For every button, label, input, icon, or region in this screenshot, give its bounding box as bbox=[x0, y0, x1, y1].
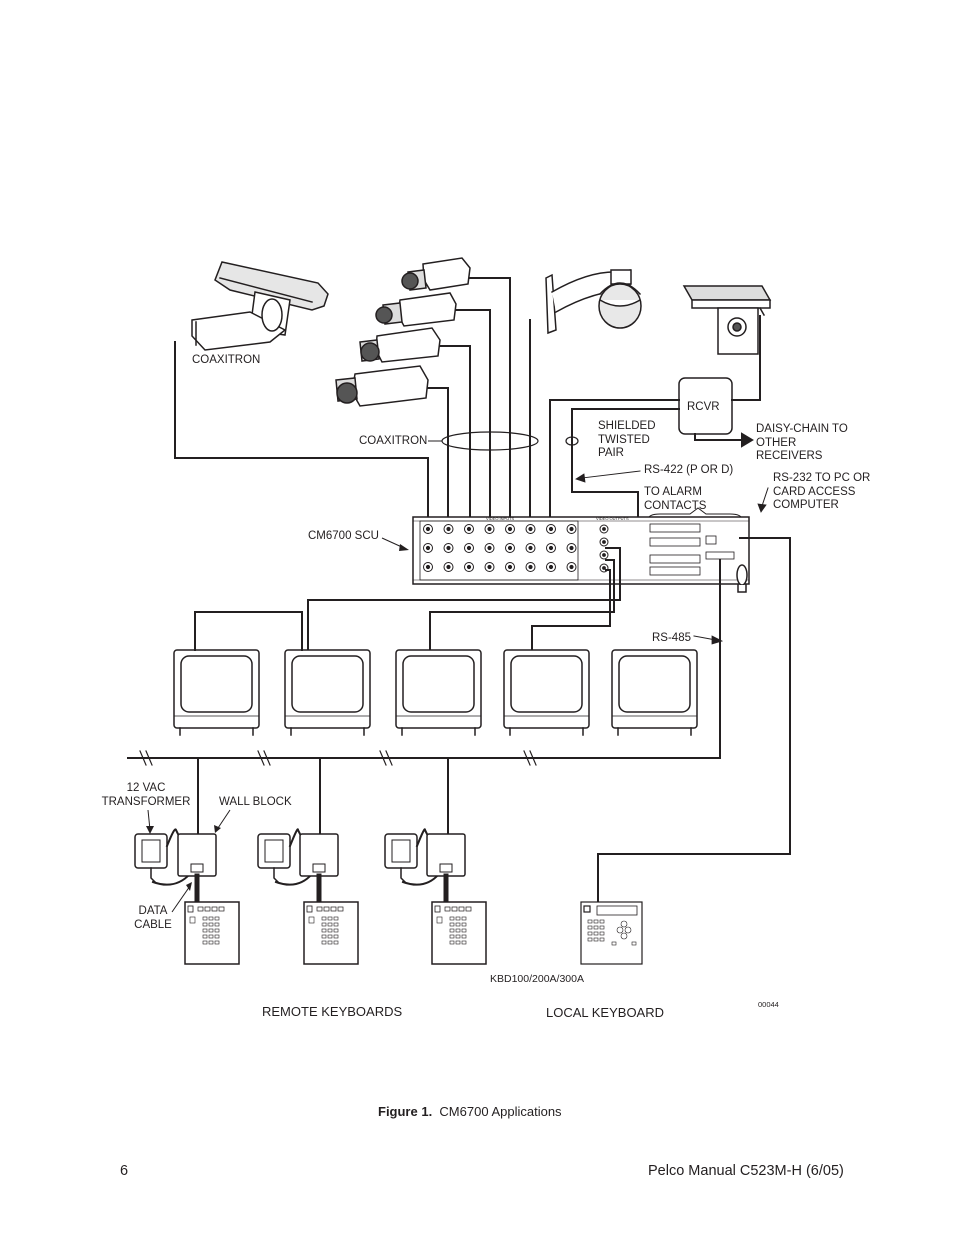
transformer-pointer bbox=[146, 809, 154, 834]
bnc-connector bbox=[525, 524, 536, 534]
bnc-output-connector bbox=[599, 550, 609, 560]
wall-block-label: WALL BLOCK bbox=[219, 796, 292, 808]
twisted-pair-marker bbox=[565, 436, 579, 446]
remote-keyboard-station-2 bbox=[257, 828, 359, 965]
scu-monitor-cable-3 bbox=[531, 569, 611, 651]
bnc-connector bbox=[484, 562, 495, 572]
transformer-label: 12 VAC TRANSFORMER bbox=[101, 782, 191, 808]
bnc-connector bbox=[464, 524, 474, 534]
bnc-connector bbox=[443, 543, 454, 553]
scu-video-inputs bbox=[423, 524, 577, 572]
camera-1 bbox=[401, 257, 471, 291]
bnc-connector bbox=[505, 524, 515, 534]
rs485-label: RS-485 bbox=[652, 632, 691, 644]
scu-label: CM6700 SCU bbox=[308, 530, 379, 542]
rs422-label: RS-422 (P OR D) bbox=[644, 464, 734, 476]
bnc-connector bbox=[484, 524, 495, 534]
bnc-connector bbox=[505, 562, 515, 572]
scu-power-connector bbox=[736, 564, 748, 593]
monitor-4 bbox=[503, 649, 590, 736]
figure-caption: Figure 1. CM6700 Applications bbox=[378, 1104, 562, 1119]
cable-break-marks bbox=[139, 750, 537, 766]
bnc-connector bbox=[546, 562, 556, 572]
drawing-number: 00044 bbox=[758, 1000, 779, 1009]
bnc-connector bbox=[525, 562, 536, 572]
scu-alarm-terminals bbox=[649, 523, 735, 576]
data-cable-pointer bbox=[171, 882, 192, 913]
rs232-arrowhead bbox=[757, 503, 767, 513]
wall-block-pointer bbox=[214, 809, 231, 833]
keyboard-model-label: KBD100/200A/300A bbox=[490, 973, 584, 985]
rs485-cable bbox=[127, 559, 721, 759]
monitor-loop-cable bbox=[194, 611, 303, 651]
rcvr-to-pantilt-cable bbox=[731, 315, 761, 401]
data-cable-label: DATA CABLE bbox=[134, 905, 172, 931]
rcvr-label: RCVR bbox=[687, 401, 720, 413]
camera-cable-1 bbox=[469, 277, 511, 527]
manual-reference: Pelco Manual C523M-H (6/05) bbox=[648, 1163, 844, 1179]
bnc-output-connector bbox=[599, 537, 609, 547]
bnc-connector bbox=[464, 562, 474, 572]
ptz-pan-tilt-unit bbox=[191, 261, 329, 351]
camera-2 bbox=[375, 292, 457, 327]
remote-keyboards-label: REMOTE KEYBOARDS bbox=[262, 1004, 403, 1019]
bnc-connector bbox=[464, 543, 474, 553]
camera-4 bbox=[335, 365, 429, 407]
shielded-twisted-pair-label: SHIELDED TWISTED PAIR bbox=[598, 420, 656, 459]
coaxitron-cameras-label: COAXITRON bbox=[359, 435, 428, 447]
bnc-connector bbox=[566, 543, 577, 553]
scu-pointer bbox=[381, 537, 409, 551]
bnc-output-connector bbox=[599, 524, 609, 534]
rs232-cable bbox=[597, 537, 791, 903]
camera-cable-2 bbox=[455, 309, 491, 527]
remote-keyboard-station-1 bbox=[134, 828, 240, 965]
bnc-connector bbox=[423, 562, 433, 572]
daisy-chain-arrowhead bbox=[741, 432, 754, 448]
receiver-box bbox=[678, 377, 733, 435]
camera-3 bbox=[359, 327, 441, 363]
scu-monitor-cable-2 bbox=[429, 559, 615, 651]
rs422-pointer bbox=[581, 470, 641, 479]
bnc-connector bbox=[423, 543, 433, 553]
bnc-connector bbox=[443, 524, 454, 534]
ptz-coax-cable bbox=[174, 341, 429, 527]
local-keyboard bbox=[580, 901, 643, 965]
bnc-connector bbox=[423, 524, 433, 534]
bnc-connector bbox=[566, 524, 577, 534]
scu-video-inputs-title: VIDEO INPUTS bbox=[486, 516, 515, 521]
bnc-connector bbox=[546, 524, 556, 534]
monitor-1 bbox=[173, 649, 260, 736]
rs422-arrowhead bbox=[575, 473, 586, 483]
rs232-pointer bbox=[761, 487, 769, 507]
bnc-connector bbox=[525, 543, 536, 553]
bnc-connector bbox=[566, 562, 577, 572]
alarm-contacts-label: TO ALARM CONTACTS bbox=[644, 486, 707, 512]
page-number: 6 bbox=[120, 1163, 129, 1179]
rs485-arrowhead bbox=[711, 635, 724, 645]
rs232-label: RS-232 TO PC OR CARD ACCESS COMPUTER bbox=[773, 472, 871, 511]
figure-title: CM6700 Applications bbox=[439, 1104, 562, 1119]
bnc-connector bbox=[505, 543, 515, 553]
camera-cable-3 bbox=[439, 345, 471, 527]
rcvr-to-dome-cable bbox=[549, 399, 680, 527]
monitor-5 bbox=[611, 649, 698, 736]
scu-video-outputs-title: VIDEO OUTPUTS bbox=[596, 516, 629, 521]
bnc-connector bbox=[484, 543, 495, 553]
receiver-data-cable bbox=[571, 408, 680, 431]
monitor-2 bbox=[284, 649, 371, 736]
dome-camera bbox=[545, 269, 642, 335]
monitor-3 bbox=[395, 649, 482, 736]
coaxitron-ptz-label: COAXITRON bbox=[192, 354, 261, 366]
remote-keyboard-station-3 bbox=[384, 828, 487, 965]
bnc-connector bbox=[443, 562, 454, 572]
scu-monitor-cable-1 bbox=[307, 547, 621, 651]
daisy-chain-cable bbox=[694, 433, 743, 441]
pan-tilt-unit bbox=[682, 285, 772, 355]
bnc-connector bbox=[546, 543, 556, 553]
daisy-chain-label: DAISY-CHAIN TO OTHER RECEIVERS bbox=[756, 423, 848, 462]
camera-cable-4 bbox=[427, 387, 449, 527]
local-keyboard-label: LOCAL KEYBOARD bbox=[546, 1005, 665, 1020]
figure-label: Figure 1. bbox=[378, 1104, 433, 1119]
